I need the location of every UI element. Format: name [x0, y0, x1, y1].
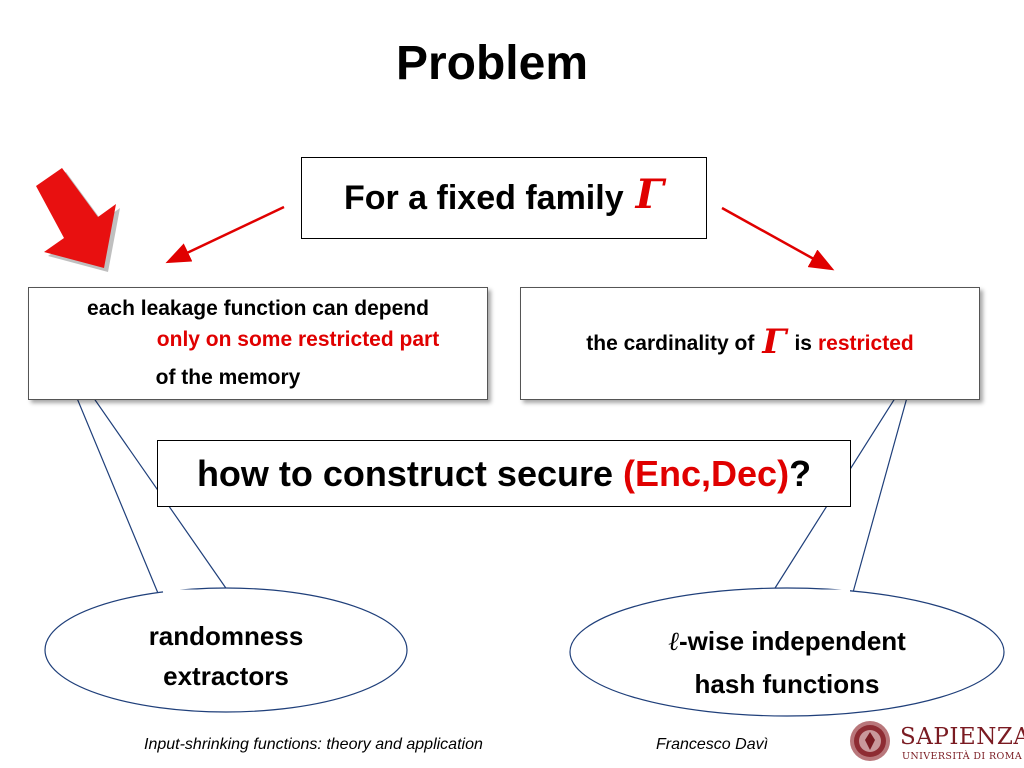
extractors-callout: randomness extractors	[46, 616, 406, 696]
memory-box-line1: each leakage function can depend	[87, 297, 429, 320]
left-callout-bubble	[44, 337, 408, 713]
gamma-symbol: Γ	[635, 170, 665, 218]
gamma-symbol-small: Γ	[762, 321, 787, 362]
extractors-line2: extractors	[163, 661, 289, 691]
memory-restriction-box: each leakage function can depend only on…	[28, 287, 488, 400]
logo-subtitle: UNIVERSITÀ DI ROMA	[902, 751, 1023, 762]
question-box: how to construct secure (Enc,Dec) ?	[157, 440, 851, 507]
memory-box-line2: only on some restricted part	[156, 328, 440, 351]
cardinality-middle: is	[794, 331, 812, 355]
arrow-right	[721, 206, 835, 271]
question-prefix: how to construct secure	[196, 452, 614, 494]
footer-author: Francesco Davì	[656, 736, 769, 753]
fixed-family-box: For a fixed family Γ	[301, 157, 707, 239]
cardinality-highlight: restricted	[817, 331, 914, 355]
question-suffix: ?	[789, 452, 812, 494]
arrow-left	[165, 205, 285, 264]
memory-box-line3: of the memory	[155, 366, 301, 389]
hash-line1: -wise independent	[679, 626, 906, 656]
sapienza-seal-logo	[850, 721, 890, 761]
fixed-family-text: For a fixed family	[343, 178, 624, 217]
question-highlight: (Enc,Dec)	[623, 452, 790, 494]
logo-name: SAPIENZA	[900, 724, 1024, 750]
extractors-line1: randomness	[148, 621, 304, 651]
big-red-arrow-icon	[36, 168, 120, 272]
hash-line2: hash functions	[694, 669, 880, 699]
footer-talk-title: Input-shrinking functions: theory and ap…	[144, 736, 483, 753]
cardinality-box: the cardinality of Γ is restricted	[520, 287, 980, 400]
cardinality-prefix: the cardinality of	[586, 331, 755, 355]
slide-title: Problem	[395, 37, 589, 90]
hash-functions-callout: ℓ-wise independent hash functions	[570, 620, 1004, 705]
ell-symbol: ℓ	[668, 627, 680, 657]
